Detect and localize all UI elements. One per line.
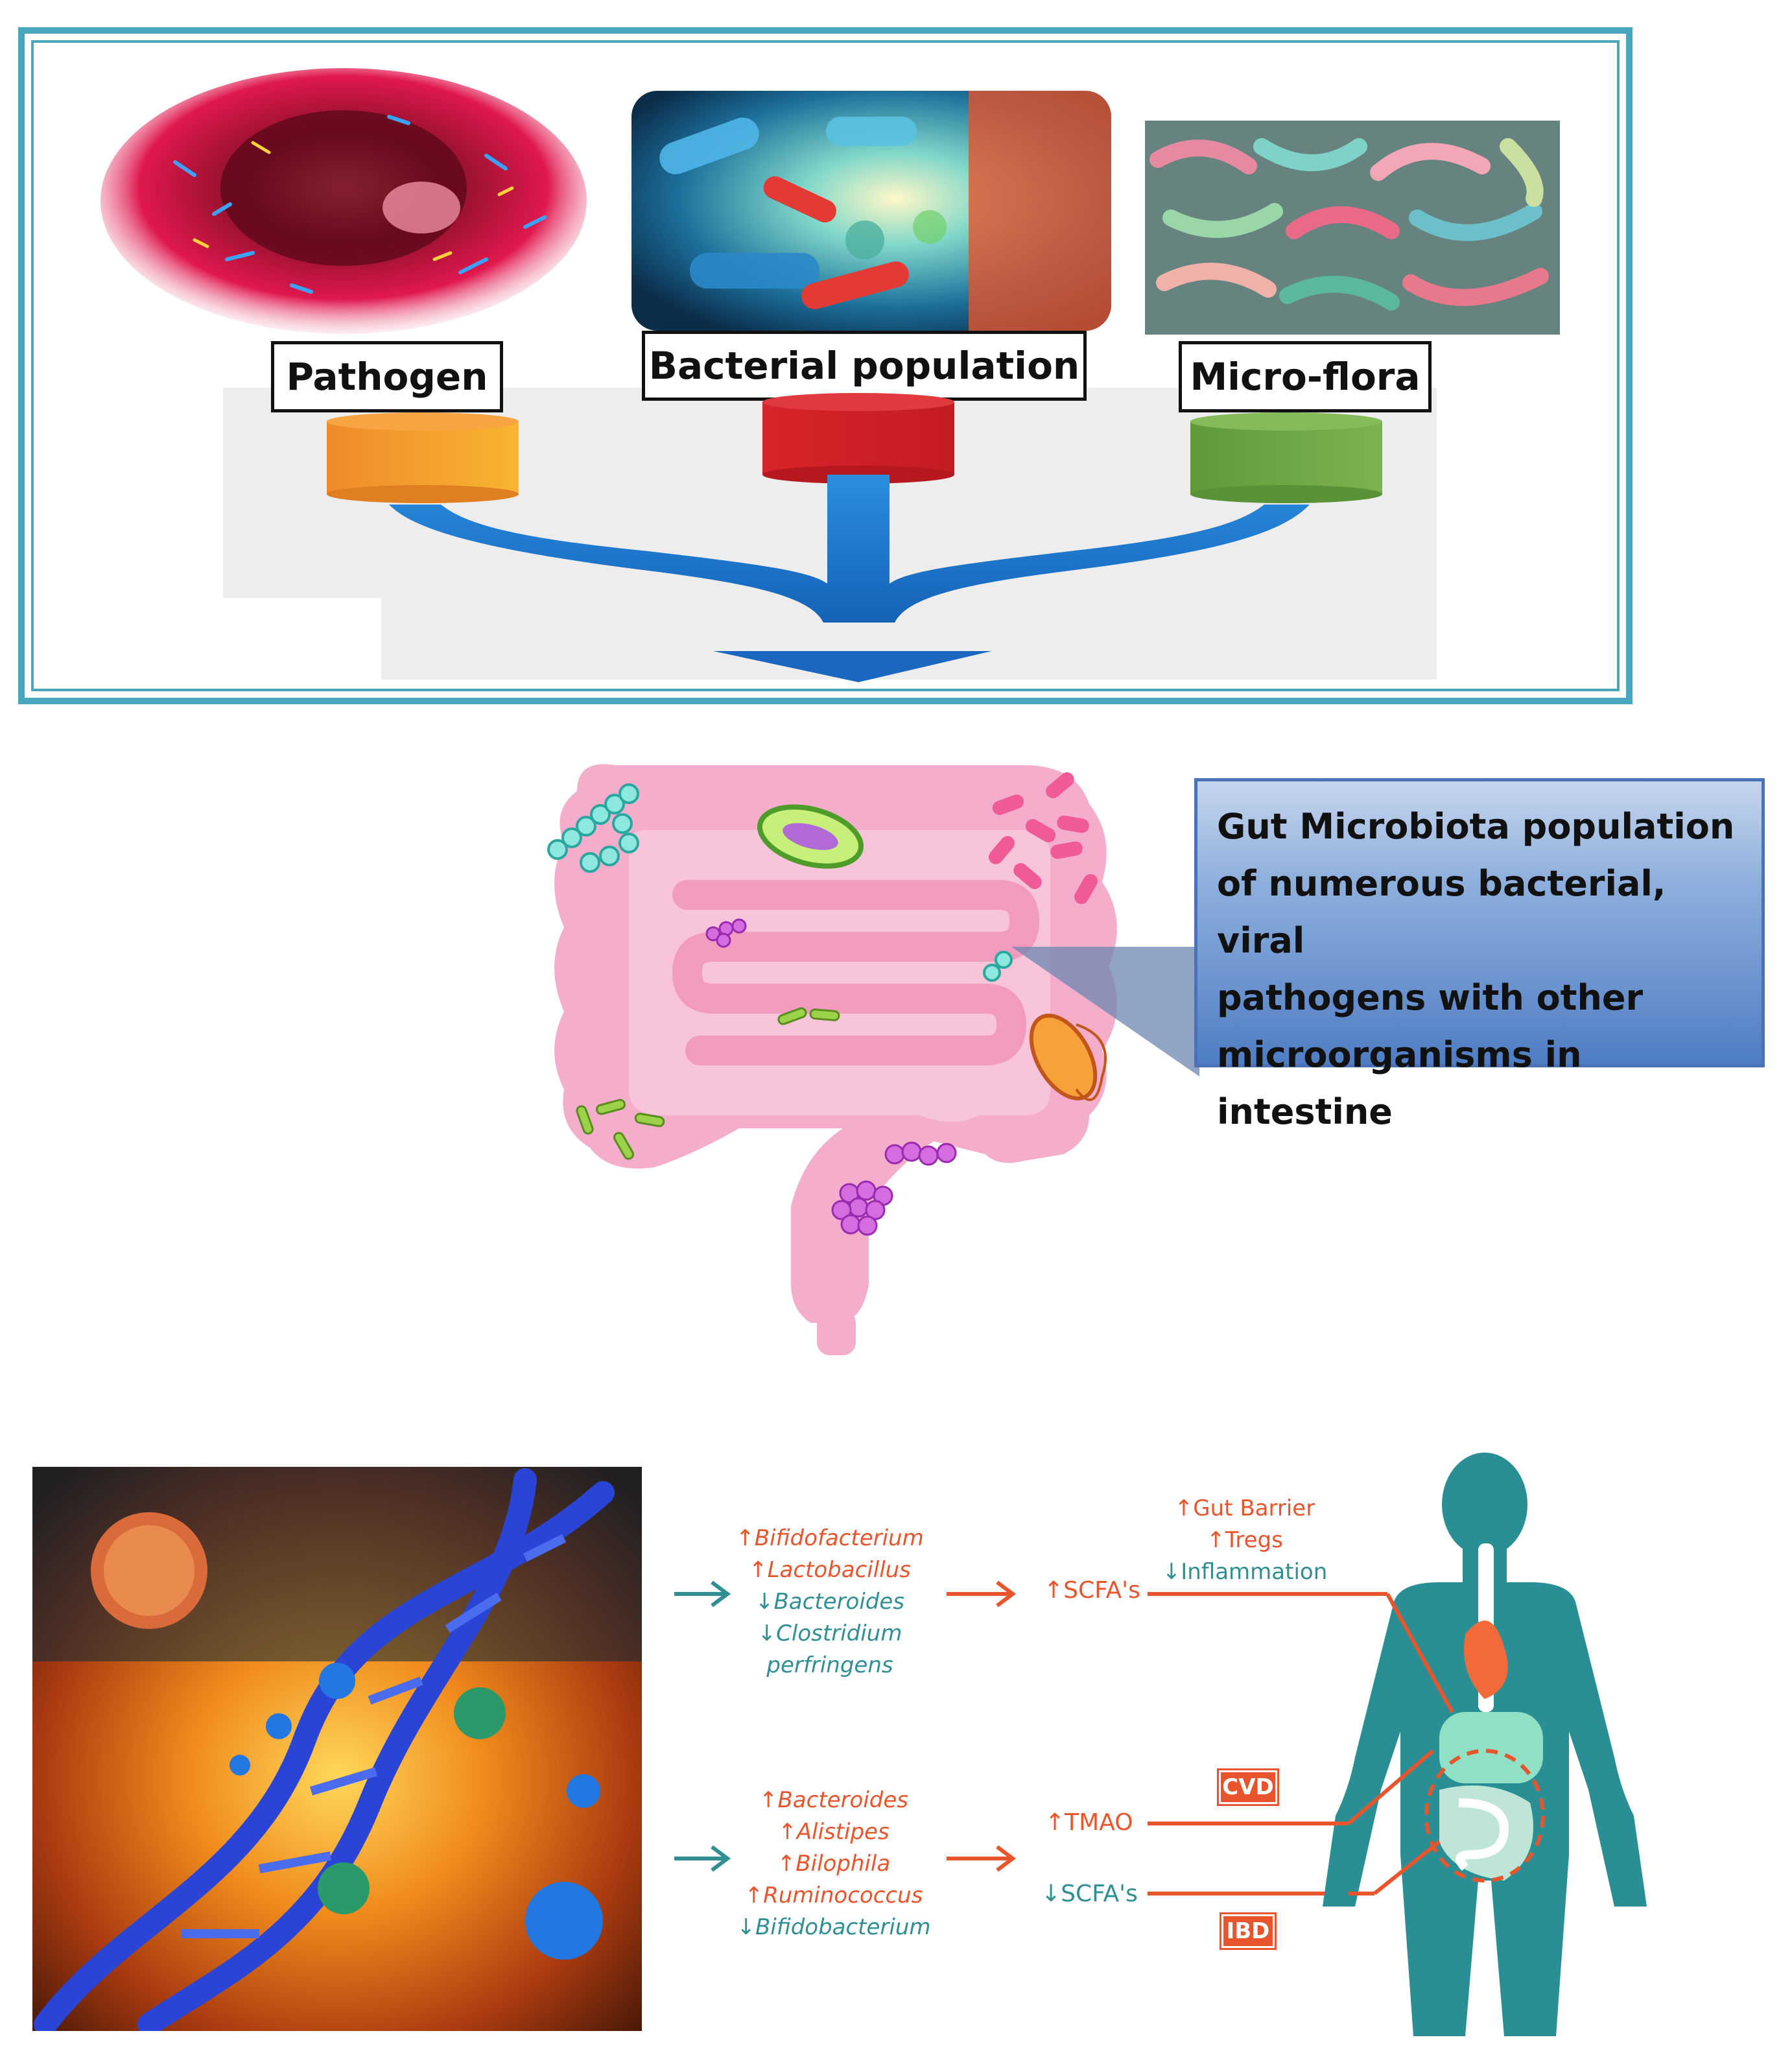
beneficial-metabolite: ↑SCFA's xyxy=(1044,1577,1140,1604)
harmful-genus-1: ↑Bacteroides xyxy=(759,1787,909,1813)
beneficial-effect-3: ↓Inflammation xyxy=(1162,1559,1328,1585)
beneficial-genera-list: ↑Bifidofacterium ↑Lactobacillus ↓Bactero… xyxy=(694,1523,966,1681)
harmful-genus-2: ↑Alistipes xyxy=(778,1819,890,1845)
gut-microbiota-callout: Gut Microbiota population of numerous ba… xyxy=(1194,778,1765,1132)
bacterial-population-image xyxy=(631,91,1111,331)
micro-flora-label: Micro-flora xyxy=(1179,341,1432,412)
beneficial-effect-1: ↑Gut Barrier xyxy=(1174,1495,1315,1521)
callout-line-4: microorganisms in intestine xyxy=(1217,1034,1582,1132)
callout-line-1: Gut Microbiota population xyxy=(1217,806,1735,847)
dna-microbe-image xyxy=(32,1467,642,2036)
ibd-badge: IBD xyxy=(1221,1914,1275,1948)
callout-pointer xyxy=(1011,934,1199,1076)
top-panel-inner-frame xyxy=(31,40,1620,691)
harmful-metabolite-scfa: ↓SCFA's xyxy=(1041,1881,1138,1907)
harmful-metabolite-tmao: ↑TMAO xyxy=(1045,1809,1133,1836)
beneficial-effects-list: ↑Gut Barrier ↑Tregs ↓Inflammation xyxy=(1154,1493,1336,1588)
beneficial-genus-4: ↓Clostridium perfringens xyxy=(757,1621,902,1678)
beneficial-effect-2: ↑Tregs xyxy=(1207,1527,1283,1553)
top-panel-frame xyxy=(18,27,1633,704)
bacterial-population-label: Bacterial population xyxy=(642,331,1087,401)
pathogen-label: Pathogen xyxy=(271,341,503,412)
callout-line-2: of numerous bacterial, viral xyxy=(1217,863,1666,961)
harmful-genera-list: ↑Bacteroides ↑Alistipes ↑Bilophila ↑Rumi… xyxy=(704,1785,963,1943)
human-body-figure xyxy=(1310,1453,1666,2049)
harmful-genus-4: ↑Ruminococcus xyxy=(744,1883,923,1908)
beneficial-genus-1: ↑Bifidofacterium xyxy=(736,1525,924,1551)
pathogen-image xyxy=(97,65,590,337)
beneficial-genus-3: ↓Bacteroides xyxy=(755,1589,905,1615)
intestine-diagram xyxy=(532,752,1180,1375)
cvd-badge: CVD xyxy=(1219,1770,1277,1804)
callout-line-3: pathogens with other xyxy=(1217,977,1644,1018)
micro-flora-image xyxy=(1145,121,1560,335)
beneficial-genus-2: ↑Lactobacillus xyxy=(749,1557,911,1583)
harmful-genus-5: ↓Bifidobacterium xyxy=(737,1914,931,1940)
harmful-genus-3: ↑Bilophila xyxy=(777,1851,891,1877)
convergence-flow-diagram xyxy=(0,0,1792,713)
